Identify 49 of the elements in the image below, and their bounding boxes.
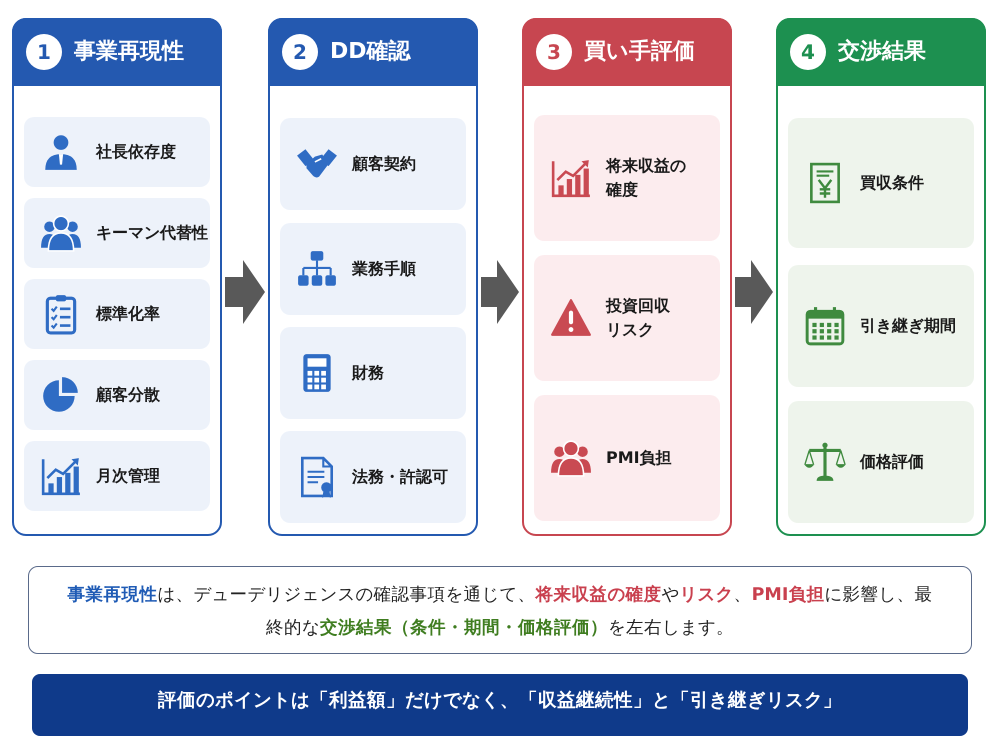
item-card bbox=[280, 431, 466, 523]
key-point-banner bbox=[32, 674, 968, 736]
item-card bbox=[788, 401, 974, 523]
item-label: 引き継ぎ期間 bbox=[860, 315, 957, 337]
flow-arrow bbox=[481, 260, 519, 324]
step-column bbox=[776, 18, 986, 536]
item-card bbox=[280, 327, 466, 419]
column-title: 買い手評価 bbox=[584, 38, 695, 66]
step-column bbox=[522, 18, 732, 536]
step-number: 4 bbox=[790, 34, 826, 70]
column-title: DD確認 bbox=[330, 38, 411, 66]
item-card bbox=[534, 115, 720, 241]
flow-arrow bbox=[735, 260, 773, 324]
item-card bbox=[24, 117, 210, 187]
summary-text: 事業再現性は、デューデリジェンスの確認事項を通じて、将来収益の確度やリスク、PMI負担に影響し、最終的な交渉結果（条件・期間・価格評価）を左右します。 bbox=[66, 584, 934, 640]
item-card bbox=[24, 441, 210, 511]
item-card bbox=[280, 223, 466, 315]
item-card bbox=[534, 255, 720, 381]
step-column bbox=[12, 18, 222, 536]
step-number: 2 bbox=[282, 34, 318, 70]
column-title: 事業再現性 bbox=[74, 38, 184, 66]
item-label: 将来収益の確度 bbox=[606, 155, 687, 201]
column-title: 交渉結果 bbox=[838, 38, 926, 66]
step-number: 1 bbox=[26, 34, 62, 70]
flow-arrow bbox=[225, 260, 265, 324]
step-column bbox=[268, 18, 478, 536]
item-card bbox=[788, 265, 974, 387]
item-label: PMI負担 bbox=[606, 447, 673, 469]
item-label: キーマン代替性 bbox=[96, 222, 208, 244]
item-label: 顧客分散 bbox=[96, 384, 161, 406]
item-label: 価格評価 bbox=[860, 451, 925, 473]
item-label: 業務手順 bbox=[352, 258, 417, 280]
item-label: 月次管理 bbox=[96, 465, 161, 487]
item-label: 投資回収リスク bbox=[606, 295, 671, 341]
step-number: 3 bbox=[536, 34, 572, 70]
item-label: 社長依存度 bbox=[96, 141, 177, 163]
item-card bbox=[788, 118, 974, 248]
summary-box bbox=[28, 566, 972, 654]
item-card bbox=[534, 395, 720, 521]
item-card bbox=[24, 360, 210, 430]
item-card bbox=[280, 118, 466, 210]
item-label: 財務 bbox=[352, 362, 385, 384]
item-card bbox=[24, 198, 210, 268]
item-label: 法務・許認可 bbox=[352, 466, 449, 488]
item-label: 標準化率 bbox=[96, 303, 161, 325]
item-label: 顧客契約 bbox=[352, 153, 417, 175]
item-card bbox=[24, 279, 210, 349]
item-label: 買収条件 bbox=[860, 172, 925, 194]
key-point-text: 評価のポイントは「利益額」だけでなく、「収益継続性」と「引き継ぎリスク」 bbox=[156, 689, 843, 713]
